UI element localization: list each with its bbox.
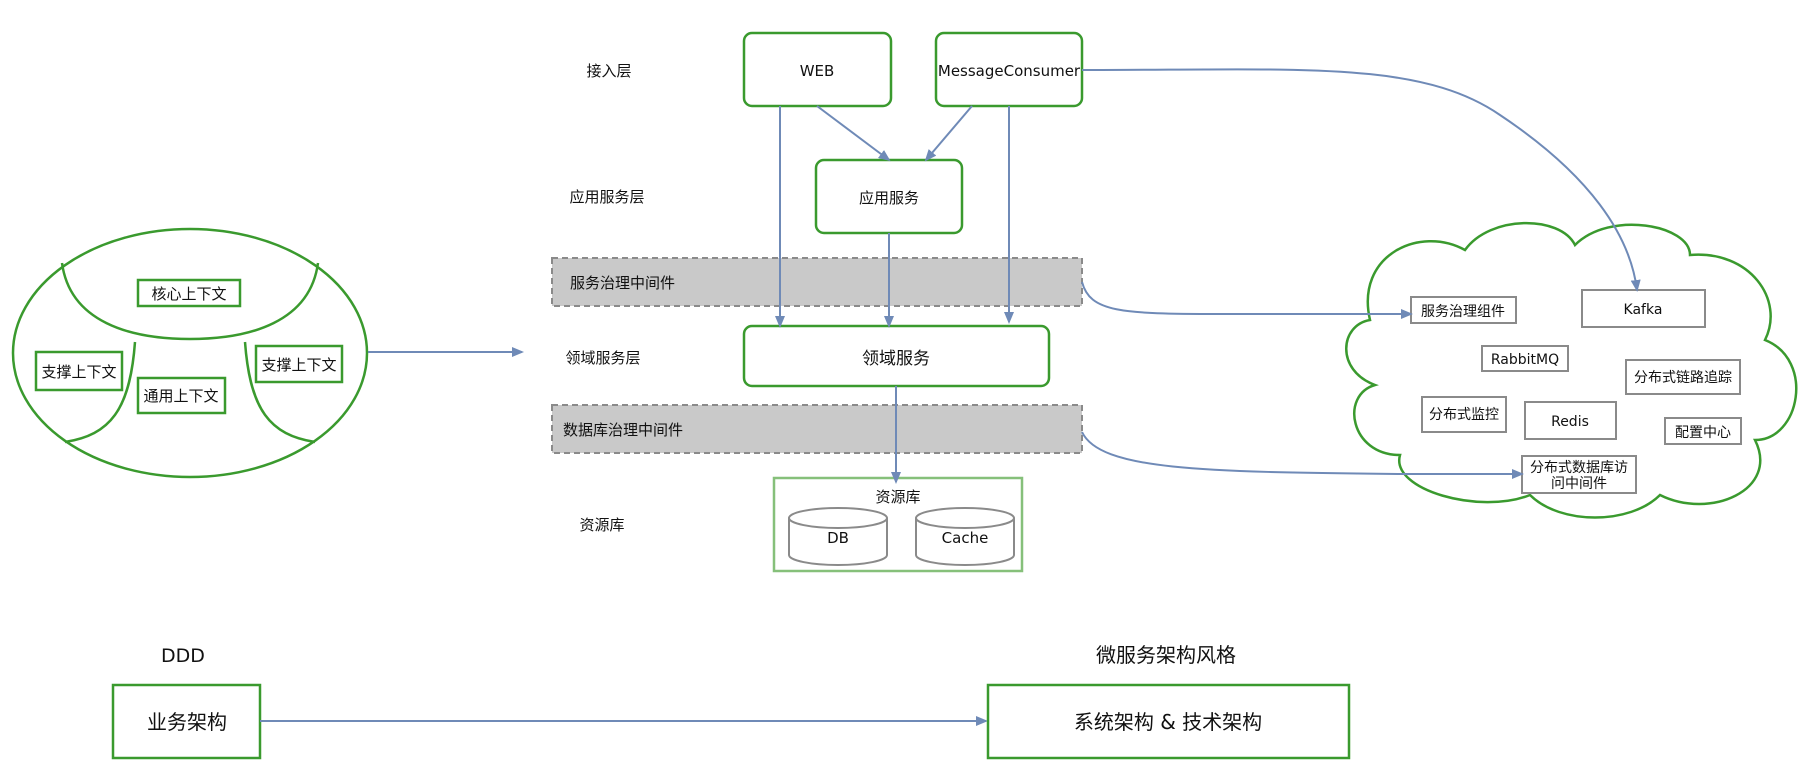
support-right-context-box <box>254 344 344 384</box>
db-gov-to-db-access-arrow <box>1081 431 1524 479</box>
db-access-middleware-label-line1: 分布式数据库访 <box>1530 460 1628 476</box>
business-arch-label: 业务架构 <box>147 710 227 734</box>
config-center-label: 配置中心 <box>1675 425 1731 441</box>
rabbitmq-label: RabbitMQ <box>1491 352 1559 368</box>
app-service-label: 应用服务 <box>859 189 919 207</box>
monitoring-box <box>1421 396 1507 433</box>
tracing-label: 分布式链路追踪 <box>1634 370 1732 386</box>
service-gov-middleware-band <box>551 257 1083 307</box>
db-gov-middleware-label: 数据库治理中间件 <box>563 421 683 439</box>
consumer-to-kafka-arrow <box>1081 68 1641 292</box>
resource-repo-label: 资源库 <box>875 488 920 506</box>
core-context-region <box>60 262 320 341</box>
generic-context-box <box>136 376 227 415</box>
generic-context-label: 通用上下文 <box>143 387 218 405</box>
service-gov-component-label: 服务治理组件 <box>1421 304 1505 320</box>
ddd-context-map: 核心上下文 支撑上下文 通用上下文 支撑上下文 <box>11 227 369 479</box>
microservice-title: 微服务架构风格 <box>1096 643 1236 667</box>
ddd-outer-ellipse <box>11 227 369 479</box>
service-gov-to-component-arrow <box>1081 281 1413 319</box>
system-tech-arch-box <box>986 683 1351 760</box>
support-right-context-label: 支撑上下文 <box>261 356 336 374</box>
cache-cylinder <box>915 507 1015 566</box>
cache-label: Cache <box>942 529 989 547</box>
core-context-label: 核心上下文 <box>151 285 226 303</box>
support-left-context-box <box>34 350 124 392</box>
layer-label-access: 接入层 <box>586 62 631 80</box>
monitoring-label: 分布式监控 <box>1429 407 1499 423</box>
redis-box <box>1524 401 1617 440</box>
business-arch-box <box>111 683 262 760</box>
db-gov-middleware-band <box>551 404 1083 454</box>
support-left-region <box>64 341 137 444</box>
message-consumer-label: MessageConsumer <box>938 62 1081 80</box>
redis-label: Redis <box>1551 414 1589 430</box>
db-label: DB <box>827 529 849 547</box>
consumer-to-app-arrow <box>924 105 973 162</box>
support-left-context-label: 支撑上下文 <box>41 363 116 381</box>
ddd-title: DDD <box>161 645 205 667</box>
config-center-box <box>1664 417 1742 445</box>
db-access-middleware-box <box>1521 455 1637 494</box>
web-to-app-arrow <box>816 105 891 162</box>
layer-label-app: 应用服务层 <box>569 188 644 206</box>
kafka-label: Kafka <box>1624 302 1663 318</box>
system-tech-arch-label: 系统架构 & 技术架构 <box>1074 710 1262 734</box>
db-cylinder <box>788 507 888 566</box>
web-node-label: WEB <box>800 62 835 80</box>
tracing-box <box>1625 359 1741 395</box>
core-context-box <box>136 278 242 308</box>
service-gov-middleware-label: 服务治理中间件 <box>570 274 675 292</box>
rabbitmq-box <box>1481 345 1569 372</box>
kafka-box <box>1581 289 1706 328</box>
support-right-region <box>243 341 316 444</box>
domain-service-label: 领域服务 <box>862 349 930 369</box>
db-access-middleware-label-line2: 问中间件 <box>1551 476 1607 492</box>
layer-label-domain: 领域服务层 <box>565 349 640 367</box>
layer-label-resource: 资源库 <box>579 516 624 534</box>
